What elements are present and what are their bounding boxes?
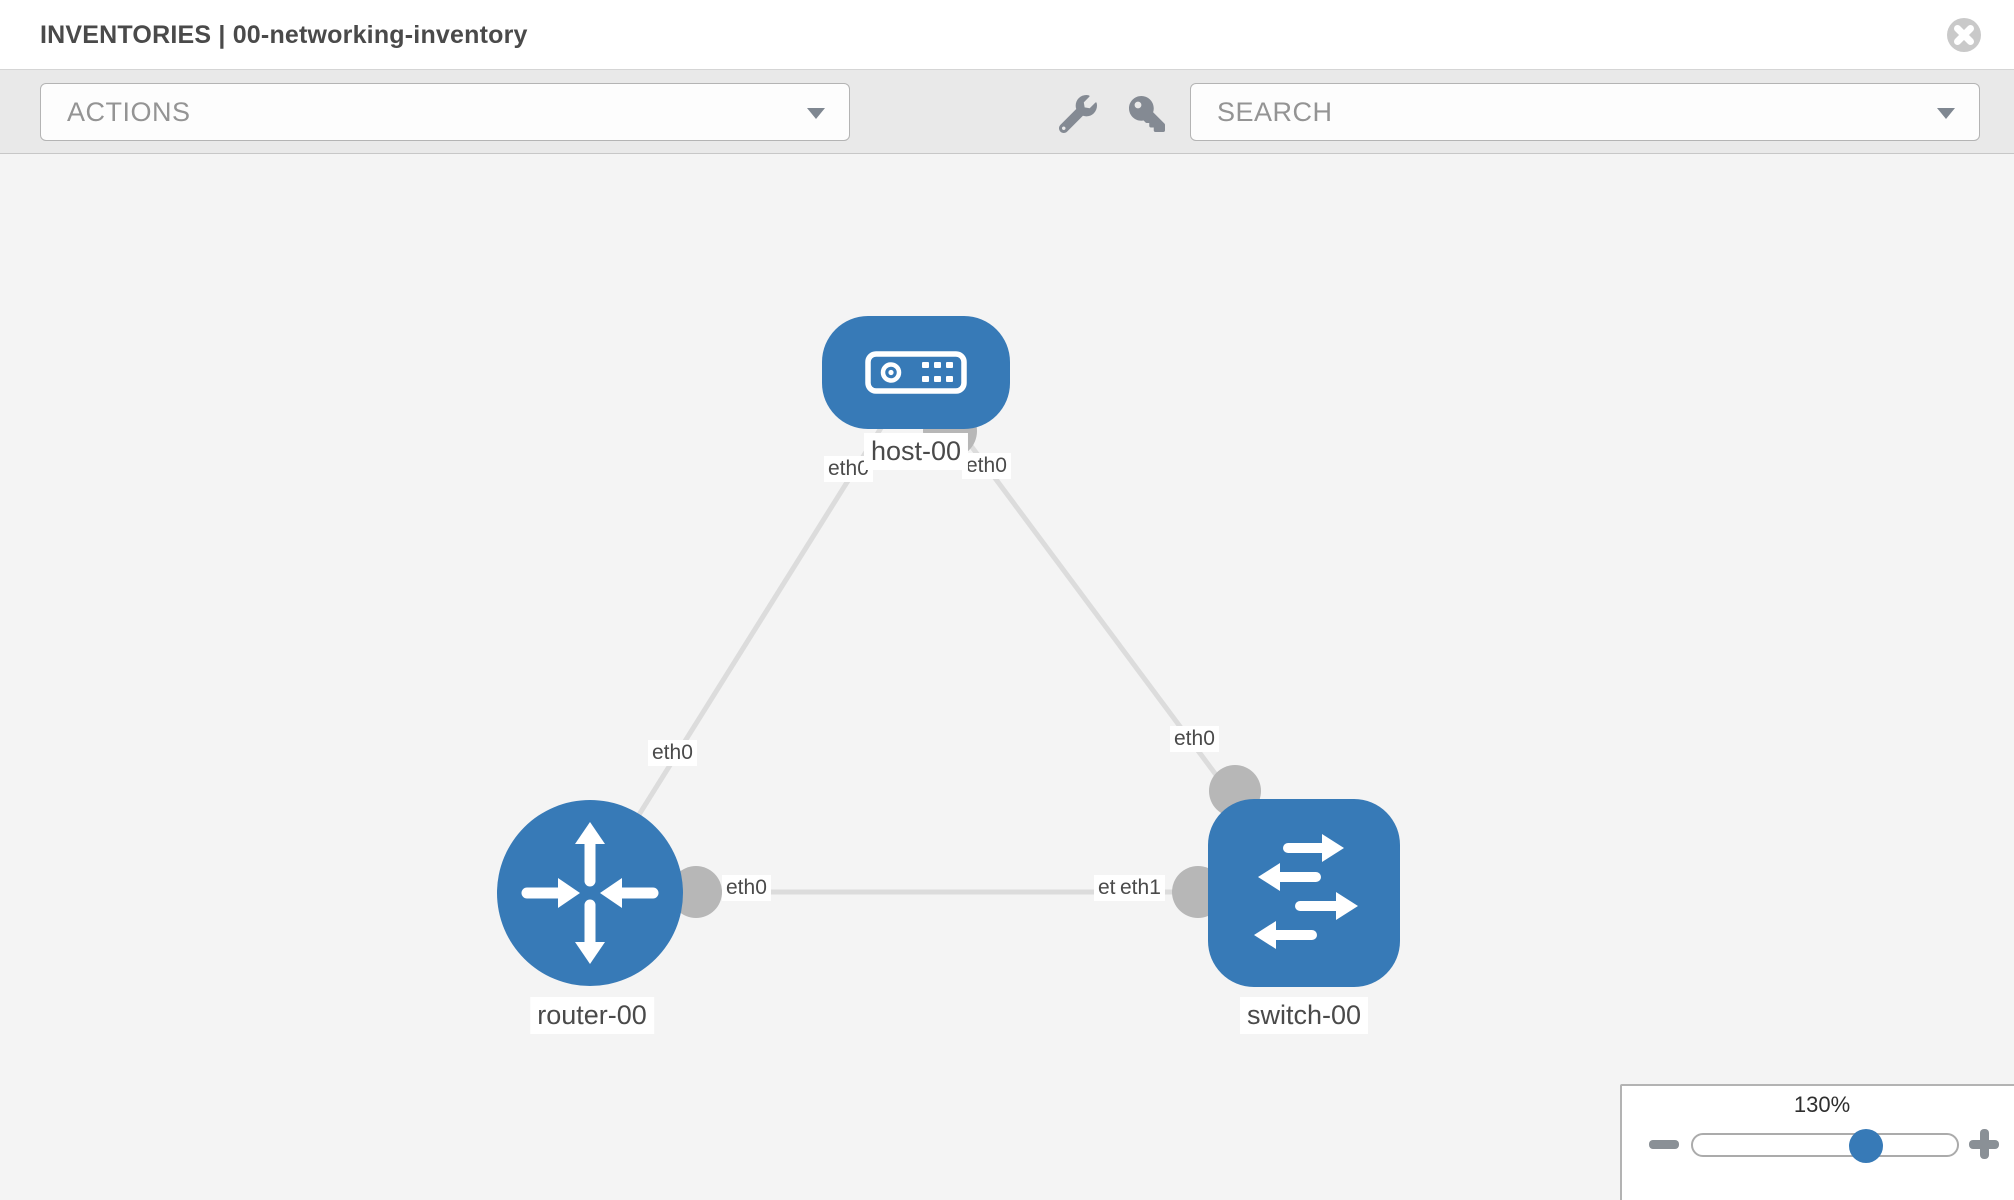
close-button[interactable] [1946, 17, 1982, 53]
router-icon [521, 822, 659, 964]
zoom-in-button[interactable] [1966, 1126, 2002, 1162]
window-header: INVENTORIES | 00-networking-inventory [0, 0, 2014, 70]
search-dropdown-label: SEARCH [1217, 97, 1333, 127]
interface-label: eth0 [962, 453, 1011, 479]
close-icon [1946, 18, 1982, 56]
toolbar: ACTIONS SEARCH [0, 70, 2014, 154]
zoom-level: 130% [1793, 1092, 1851, 1117]
configure-button[interactable] [1056, 92, 1100, 136]
zoom-panel: 130% [1620, 1084, 2014, 1200]
zoom-slider-handle[interactable] [1849, 1129, 1883, 1163]
node-label-router-00: router-00 [530, 997, 654, 1034]
topology-canvas[interactable]: eth0 eth0 eth0 eth0 eth0 eth1 eth0 host-… [0, 154, 2014, 1200]
interface-label: eth0 [1170, 726, 1219, 752]
interface-label: eth0 [648, 740, 697, 766]
key-icon [1125, 96, 1169, 132]
page-title: INVENTORIES | 00-networking-inventory [40, 21, 528, 49]
zoom-slider[interactable] [1691, 1129, 1959, 1163]
endpoint-router-eth0[interactable] [670, 866, 722, 918]
credentials-button[interactable] [1125, 92, 1169, 136]
node-router-00[interactable] [497, 800, 683, 986]
switch-icon [1254, 834, 1358, 949]
interface-endpoints [670, 404, 1261, 918]
node-switch-00[interactable] [1208, 799, 1400, 987]
interface-label: eth0 [722, 875, 771, 901]
actions-dropdown[interactable]: ACTIONS [40, 83, 850, 141]
node-label-host-00: host-00 [863, 433, 969, 470]
search-dropdown[interactable]: SEARCH [1190, 83, 1980, 141]
node-host-00[interactable] [822, 316, 1010, 429]
zoom-out-button[interactable] [1646, 1126, 1682, 1162]
chevron-down-icon [807, 108, 825, 119]
interface-label: eth1 [1116, 875, 1165, 901]
node-label-switch-00: switch-00 [1239, 997, 1369, 1034]
host-icon [865, 351, 967, 394]
chevron-down-icon [1937, 108, 1955, 119]
actions-dropdown-label: ACTIONS [67, 97, 191, 127]
wrench-icon [1056, 95, 1100, 133]
